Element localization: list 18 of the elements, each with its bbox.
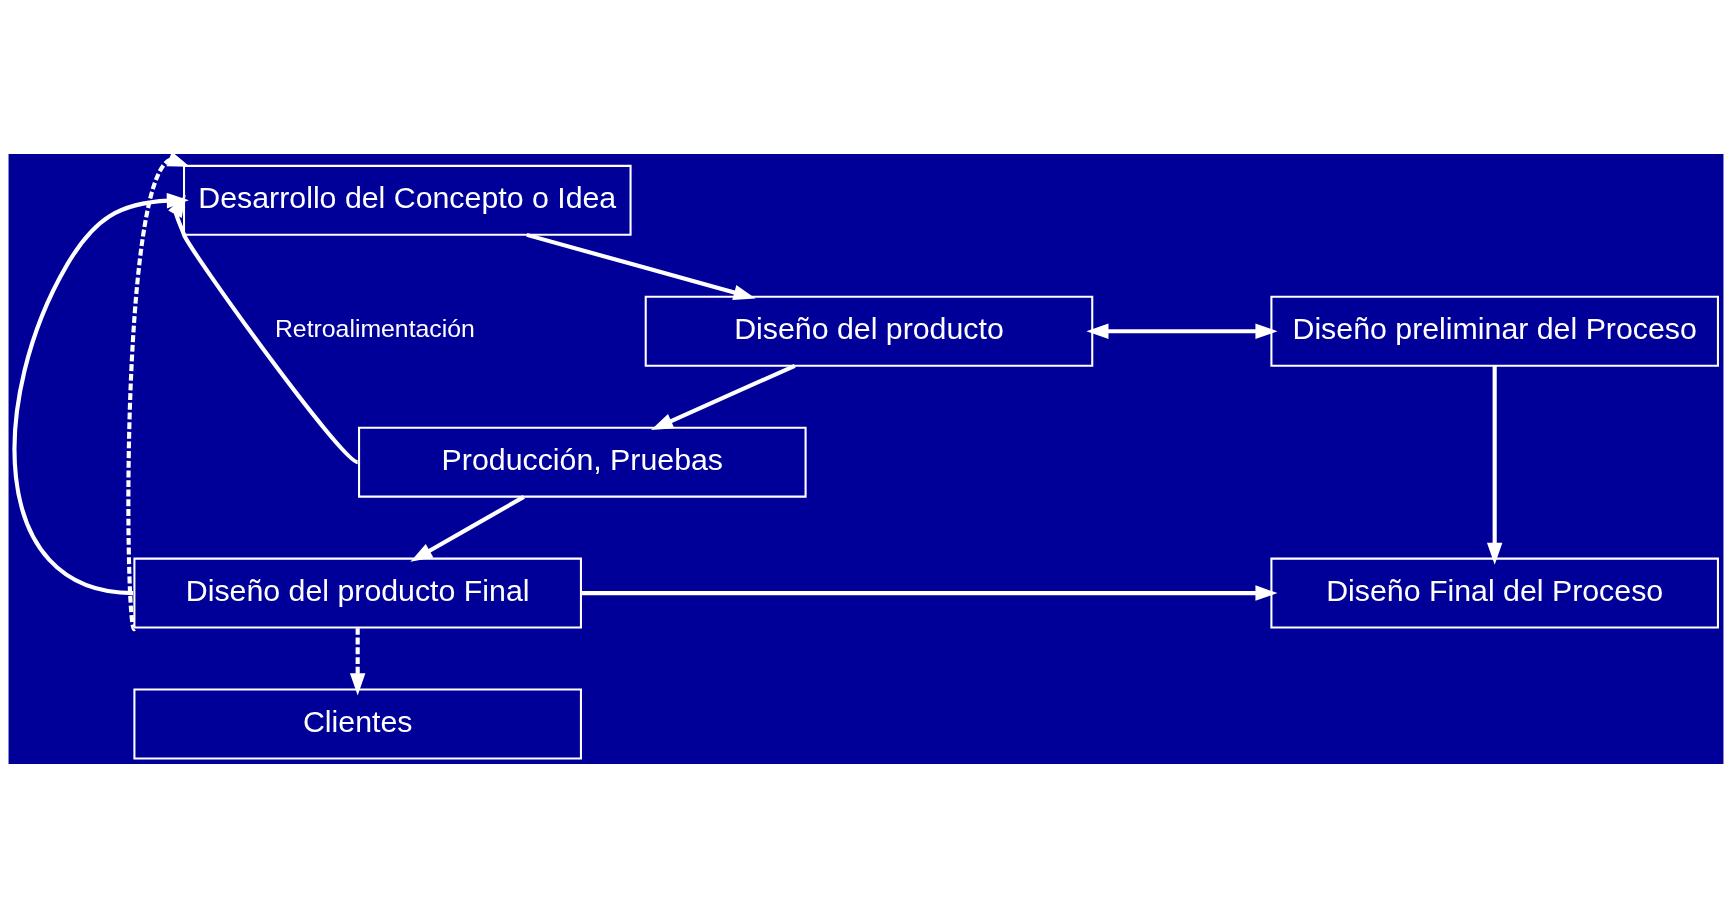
node-box: Diseño del producto Final <box>133 557 582 629</box>
arrow <box>526 232 756 300</box>
node-box: Diseño preliminar del Proceso <box>1270 295 1719 367</box>
edge-label: Retroalimentación <box>274 315 475 343</box>
node-box: Desarrollo del Concepto o Idea <box>183 164 632 236</box>
node-box: Diseño Final del Proceso <box>1270 557 1719 629</box>
arrow <box>1086 323 1278 339</box>
arrow <box>12 192 189 596</box>
arrow <box>126 154 190 630</box>
node-box: Clientes <box>133 688 582 760</box>
node-box: Diseño del producto <box>644 295 1094 367</box>
arrow <box>651 363 796 431</box>
arrow <box>581 585 1278 601</box>
arrow <box>1486 365 1503 565</box>
arrow <box>349 628 366 696</box>
arrow <box>410 495 525 562</box>
node-box: Producción, Pruebas <box>358 426 807 498</box>
arrow <box>168 194 359 464</box>
